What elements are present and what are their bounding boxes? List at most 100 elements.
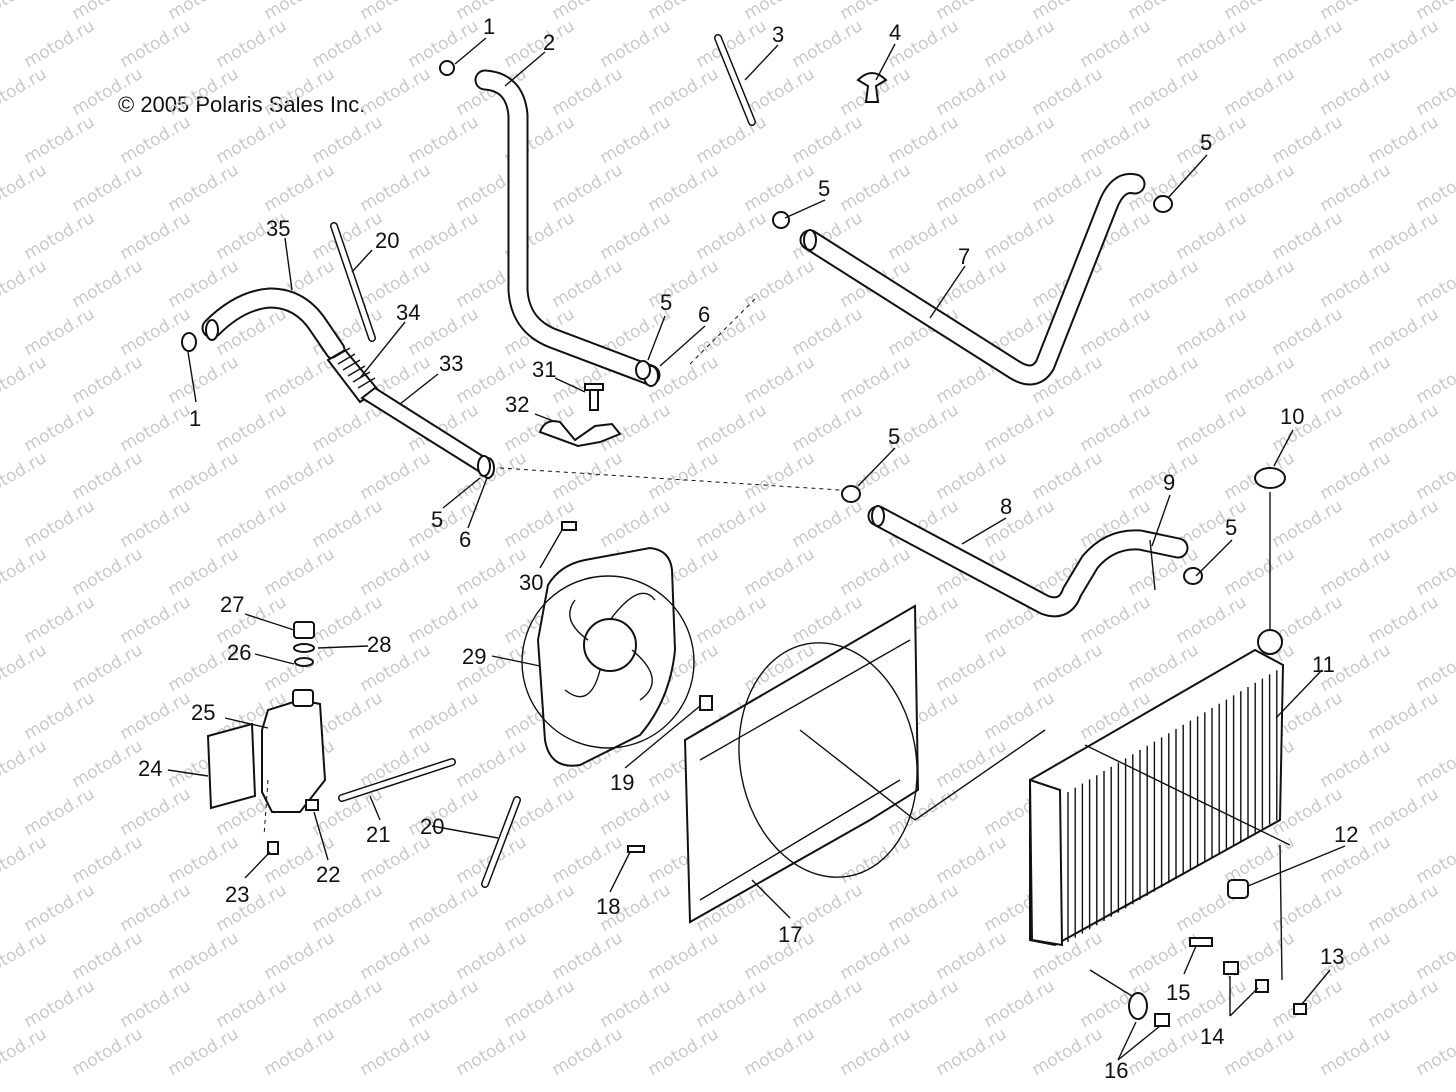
callout-18: 18	[596, 894, 620, 919]
watermark-text: motod.ru	[1125, 256, 1203, 312]
watermark-text: motod.ru	[885, 880, 963, 936]
part-35-hose	[201, 287, 346, 361]
watermark-text: motod.ru	[1365, 688, 1443, 744]
part-12-bushing	[1227, 879, 1249, 899]
watermark-text: motod.ru	[165, 160, 243, 216]
callout-21: 21	[366, 822, 390, 847]
watermark-text: motod.ru	[789, 976, 867, 1032]
watermark-text: motod.ru	[117, 784, 195, 840]
watermark-text: motod.ru	[1221, 160, 1299, 216]
watermark-text: motod.ru	[1221, 928, 1299, 984]
watermark-text: motod.ru	[21, 208, 99, 264]
watermark-text: motod.ru	[1221, 352, 1299, 408]
part-30-screw	[561, 521, 577, 531]
watermark-text: motod.ru	[837, 160, 915, 216]
callout-5: 5	[660, 290, 672, 315]
watermark-text: motod.ru	[309, 400, 387, 456]
watermark-text: motod.ru	[597, 16, 675, 72]
watermark-text: motod.ru	[1173, 400, 1251, 456]
watermark-text: motod.ru	[1077, 112, 1155, 168]
watermark-text: motod.ru	[453, 736, 531, 792]
callout-8: 8	[1000, 494, 1012, 519]
watermark-text: motod.ru	[261, 1024, 339, 1080]
watermark-text: motod.ru	[0, 544, 50, 600]
watermark-text: motod.ru	[69, 352, 147, 408]
part-18-bolt	[627, 845, 645, 853]
watermark-text: motod.ru	[1317, 1024, 1395, 1080]
watermark-text: motod.ru	[1413, 832, 1456, 888]
watermark-text: motod.ru	[1029, 64, 1107, 120]
watermark-text: motod.ru	[69, 544, 147, 600]
callout-5: 5	[431, 507, 443, 532]
watermark-text: motod.ru	[1365, 496, 1443, 552]
watermark-text: motod.ru	[645, 928, 723, 984]
clamps	[181, 60, 1204, 585]
watermark-text: motod.ru	[1317, 64, 1395, 120]
watermark-text: motod.ru	[789, 496, 867, 552]
leader-lines	[167, 37, 1346, 1061]
watermark-text: motod.ru	[1413, 1024, 1456, 1080]
watermark-text: motod.ru	[0, 736, 50, 792]
part-20-rod-lower	[481, 796, 521, 888]
watermark-text: motod.ru	[1365, 304, 1443, 360]
callout-20: 20	[420, 814, 444, 839]
callout-15: 15	[1166, 980, 1190, 1005]
watermark-text: motod.ru	[789, 592, 867, 648]
watermark-text: motod.ru	[453, 1024, 531, 1080]
watermark-text: motod.ru	[597, 976, 675, 1032]
watermark-text: motod.ru	[1269, 976, 1347, 1032]
part-23-bolt	[267, 841, 279, 855]
watermark-text: motod.ru	[69, 64, 147, 120]
part-21-tube	[338, 758, 456, 802]
watermark-text: motod.ru	[0, 640, 50, 696]
watermark-text: motod.ru	[357, 448, 435, 504]
part-7-hose	[799, 172, 1146, 386]
watermark-text: motod.ru	[1413, 640, 1456, 696]
watermark-text: motod.ru	[885, 976, 963, 1032]
watermark-text: motod.ru	[981, 496, 1059, 552]
watermark-text: motod.ru	[1173, 208, 1251, 264]
watermark-text: motod.ru	[549, 160, 627, 216]
watermark-text: motod.ru	[357, 928, 435, 984]
watermark-text: motod.ru	[837, 1024, 915, 1080]
watermark-text: motod.ru	[933, 640, 1011, 696]
part-15-bolt	[1189, 937, 1213, 947]
part-8-hose	[867, 505, 1189, 618]
watermark-text: motod.ru	[549, 448, 627, 504]
watermark-text: motod.ru	[549, 928, 627, 984]
watermark-text: motod.ru	[1269, 16, 1347, 72]
watermark-text: motod.ru	[981, 688, 1059, 744]
watermark-text: motod.ru	[1173, 16, 1251, 72]
watermark-text: motod.ru	[1221, 1024, 1299, 1080]
guide-lines	[499, 295, 1291, 997]
watermark-text: motod.ru	[837, 352, 915, 408]
part-27-cap	[293, 621, 315, 639]
watermark-text: motod.ru	[597, 784, 675, 840]
callout-1: 1	[483, 14, 495, 39]
watermark-text: motod.ru	[309, 496, 387, 552]
watermark-text: motod.ru	[405, 112, 483, 168]
watermark-text: motod.ru	[597, 112, 675, 168]
watermark-text: motod.ru	[837, 544, 915, 600]
watermark-text: motod.ru	[741, 448, 819, 504]
watermark-text: motod.ru	[0, 928, 50, 984]
watermark-text: motod.ru	[69, 256, 147, 312]
watermark-text: motod.ru	[645, 448, 723, 504]
watermark-text: motod.ru	[837, 928, 915, 984]
callout-35: 35	[266, 216, 290, 241]
watermark-text: motod.ru	[1029, 160, 1107, 216]
watermark-text: motod.ru	[1413, 736, 1456, 792]
watermark-text: motod.ru	[453, 928, 531, 984]
watermark-text: motod.ru	[405, 976, 483, 1032]
watermark-text: motod.ru	[309, 112, 387, 168]
callout-12: 12	[1334, 822, 1358, 847]
watermark-text: motod.ru	[981, 112, 1059, 168]
watermark-text: motod.ru	[1413, 64, 1456, 120]
watermark-text: motod.ru	[69, 736, 147, 792]
part-11-radiator	[1028, 629, 1285, 947]
callout-10: 10	[1280, 404, 1304, 429]
callout-5: 5	[1200, 130, 1212, 155]
watermark-text: motod.ru	[21, 400, 99, 456]
watermark-text: motod.ru	[933, 928, 1011, 984]
